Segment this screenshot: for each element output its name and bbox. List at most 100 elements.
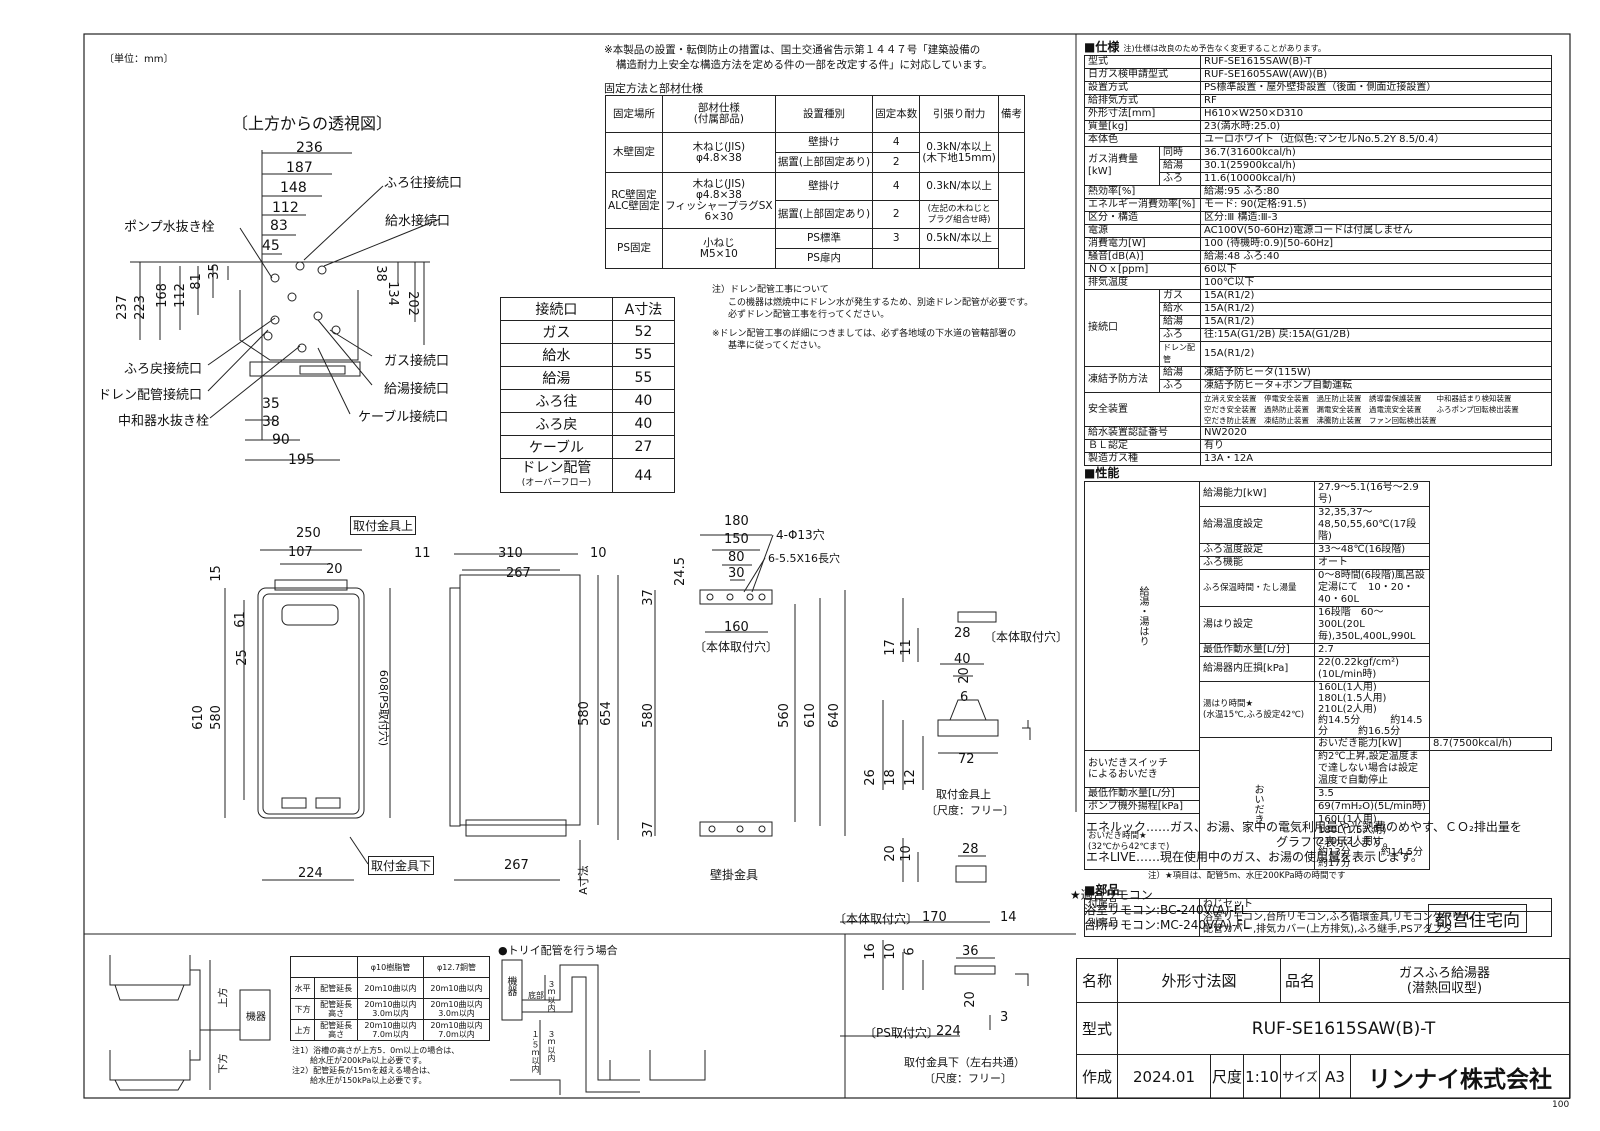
a-dim-port: ガス (500, 320, 613, 344)
performance-note: 注）★項目は、配管5m、水圧200KPa時の時間です (1148, 871, 1346, 881)
fixing-ps-place: PS固定 (605, 228, 663, 269)
installation-note-2: 構造耐力上安全な構造方法を定める件の一部を改定する件」に対応しています。 (616, 59, 993, 71)
spec-section-title: ■仕様 注)仕様は改良のため予告なく変更することがあります。 (1084, 40, 1326, 54)
lower-bracket-ps-hole: 〔PS取付穴〕 (864, 1026, 939, 1040)
fixing-rc-type1: 壁掛け (774, 172, 874, 201)
title-size-key: サイズ (1280, 1054, 1321, 1099)
fixing-wood-spec: 木ねじ(JIS)φ4.8×38 (661, 132, 776, 173)
title-made-value: 2024.01 (1117, 1054, 1211, 1099)
a-dim-drain: ドレン配管(オーバーフロー) (500, 458, 613, 493)
label-pump-drain: ポンプ水抜き栓 (124, 220, 215, 235)
title-product-key: 品名 (1280, 958, 1321, 1003)
fixing-ps-force2 (919, 248, 999, 269)
drain-note-title: 注）ドレン配管工事について (712, 285, 829, 295)
upper-bracket-caption: 取付金具上 (936, 788, 991, 801)
label-drain-port: ドレン配管接続口 (98, 388, 203, 403)
fixing-ps-force: 0.5kN/本以上 (919, 228, 999, 249)
a-dim-port: ふろ往 (500, 389, 613, 413)
performance-section-title: ■性能 (1084, 466, 1120, 480)
bath-unit-label: 機器 (246, 1012, 266, 1023)
upper-bracket-body-hole: 〔本体取付穴〕 (984, 630, 1069, 644)
title-made-key: 作成 (1076, 1054, 1118, 1099)
pipe-notes: 注1）浴槽の高さが上方5．0ｍ以上の場合は、 給水圧が200kPa以上必要です。… (292, 1046, 460, 1085)
a-dim-header-value: A寸法 (611, 297, 676, 321)
title-name-value: 外形寸法図 (1116, 958, 1282, 1003)
wall-bracket-caption: 壁掛金具 (710, 868, 759, 882)
title-model-value: RUF-SE1615SAW(B)-T (1117, 1002, 1570, 1055)
installation-note-1: ※本製品の設置・転倒防止の措置は、国土交通省告示第１４４７号「建築設備の (604, 44, 981, 56)
parts-table: 付属品ねじセット 別売品浴室リモコン,台所リモコン,ふろ循環金具,リモコンケーブ… (1084, 898, 1552, 937)
trap-diagram-title: ●トリイ配管を行う場合 (498, 944, 618, 957)
top-view-title: 〔上方からの透視図〕 (232, 114, 393, 133)
title-model-key: 型式 (1076, 1002, 1118, 1055)
drain-note: 注）ドレン配管工事について この機器は燃焼中にドレン水が発生するため、別途ドレン… (712, 284, 1033, 353)
fixing-ps-n2 (872, 248, 921, 269)
label-furo-back: ふろ戻接続口 (124, 362, 203, 377)
pipe-header-resin: φ10樹脂管 (356, 956, 424, 978)
fixing-ps-type1: PS標準 (774, 228, 874, 249)
a-dim-port: 給湯 (500, 366, 613, 390)
a-dim-value: 27 (611, 435, 676, 459)
trap-dim1: ３ｍ以内 (547, 980, 556, 1012)
page-number: 100 (1552, 1100, 1570, 1110)
fixing-rc-force2: (左記の木ねじとプラグ組合せ時) (919, 200, 999, 229)
a-dim-value: 40 (611, 389, 676, 413)
a-dim-port: ふろ戻 (500, 412, 613, 436)
lower-bracket-body-hole: 〔本体取付穴〕 (834, 912, 919, 926)
drain-note-line2: この機器は燃焼中にドレン水が発生するため、別途ドレン配管が必要です。 (728, 297, 1034, 308)
fixing-header-place: 固定場所 (605, 95, 663, 133)
fixing-rc-n2: 2 (872, 200, 921, 229)
fixing-wood-place: 木壁固定 (605, 132, 663, 173)
lower-bracket-caption: 取付金具下（左右共通） (904, 1056, 1025, 1069)
label-neutralizer-drain: 中和器水抜き栓 (118, 414, 210, 429)
fixing-rc-force1: 0.3kN/本以上 (919, 172, 999, 201)
bath-up-label: 上方 (218, 987, 230, 1008)
upper-bracket-scale: 〔尺度：フリー〕 (926, 804, 1014, 817)
fixing-wood-type2: 据置(上部固定あり) (774, 152, 874, 173)
title-product-value: ガスふろ給湯器(潜熱回収型) (1319, 958, 1570, 1003)
trap-dim2: １.５ｍ以内 (531, 1030, 540, 1073)
company-name: リンナイ株式会社 (1350, 1054, 1570, 1099)
fixing-header-type: 設置種別 (774, 95, 874, 133)
fixing-header-count: 固定本数 (872, 95, 921, 133)
trap-dim3: ３ｍ以内 (547, 1030, 556, 1062)
trap-base-label: 底部 (528, 991, 544, 1000)
fixing-ps-remark (997, 228, 1026, 269)
trap-unit-label: 機器 (505, 976, 516, 996)
a-dim-value: 40 (611, 412, 676, 436)
a-dimension-label: A寸法 (576, 865, 590, 895)
remote-list: ★適合リモコン 浴室リモコン:BC-240V(A)-FL 台所リモコン:MC-2… (1070, 888, 1250, 933)
parts-section-title: ■部品 (1084, 883, 1120, 897)
label-bracket-bottom: 取付金具下 (368, 856, 435, 875)
fixing-header-remark: 備考 (997, 95, 1026, 133)
pipe-header-copper: φ12.7銅管 (422, 956, 491, 978)
wall-bracket-hole2: 6-5.5X16長穴 (768, 552, 840, 565)
fixing-wood-n1: 4 (872, 132, 921, 153)
label-hot-outlet: 給湯接続口 (384, 382, 450, 397)
a-dim-value: 55 (611, 366, 676, 390)
remote-bath: 浴室リモコン:BC-240V(A)-FL (1084, 903, 1248, 917)
label-cable-port: ケーブル接続口 (358, 410, 449, 425)
fixing-ps-type2: PS扉内 (774, 248, 874, 269)
label-water-inlet: 給水接続口 (385, 214, 451, 229)
fixing-table: 固定場所 部材仕様 (付属部品) 設置種別 固定本数 引張り耐力 備考 木壁固定… (605, 95, 1026, 269)
fixing-caption: 固定方法と部材仕様 (604, 82, 703, 95)
fixing-header-spec: 部材仕様 (付属部品) (661, 95, 776, 133)
a-dim-value: 55 (611, 343, 676, 367)
drain-note-line5: 基準に従ってください。 (728, 341, 827, 351)
fixing-wood-n2: 2 (872, 152, 921, 173)
fixing-header-force: 引張り耐力 (919, 95, 999, 133)
title-name-key: 名称 (1076, 958, 1118, 1003)
title-block: 名称 外形寸法図 品名 ガスふろ給湯器(潜熱回収型) 型式 RUF-SE1615… (1076, 958, 1570, 1099)
a-dim-header-port: 接続口 (500, 297, 613, 321)
fixing-wood-remark (997, 132, 1026, 173)
title-scale-key: 尺度 (1209, 1054, 1245, 1099)
